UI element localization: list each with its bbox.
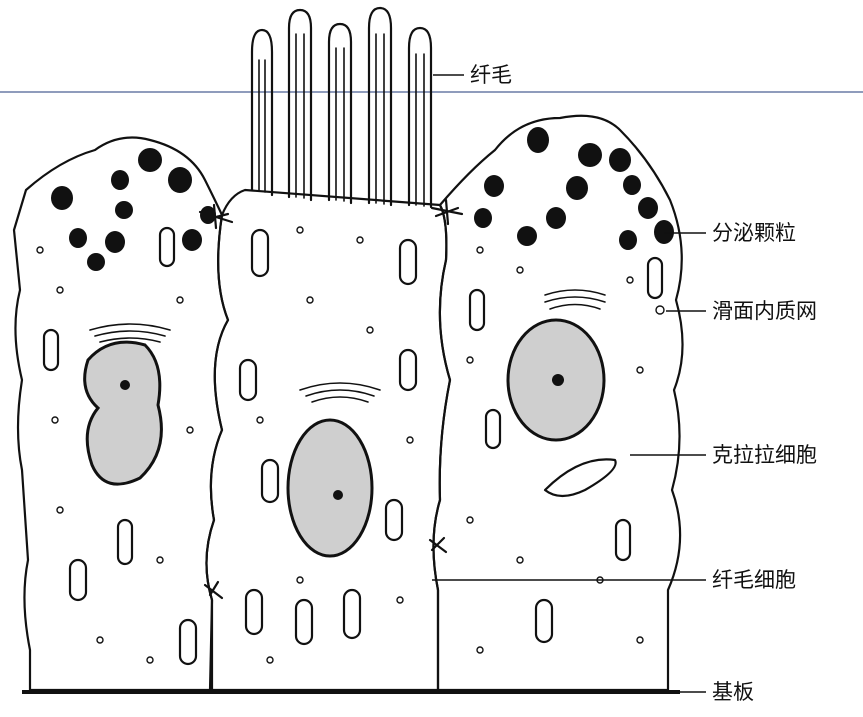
cilia xyxy=(252,8,431,207)
label-cilia: 纤毛 xyxy=(470,63,512,87)
label-basal-lamina: 基板 xyxy=(712,680,754,704)
label-clara-cell: 克拉拉细胞 xyxy=(712,443,817,467)
label-ciliated-cell: 纤毛细胞 xyxy=(712,568,796,592)
secretory-granules-left xyxy=(51,148,216,271)
nucleus-right xyxy=(508,320,604,440)
nucleus-middle xyxy=(288,420,372,556)
label-secretory-granules: 分泌颗粒 xyxy=(712,221,796,245)
secretory-granules-right xyxy=(474,127,674,250)
nucleus-left xyxy=(85,342,162,484)
label-smooth-er: 滑面内质网 xyxy=(712,299,817,323)
